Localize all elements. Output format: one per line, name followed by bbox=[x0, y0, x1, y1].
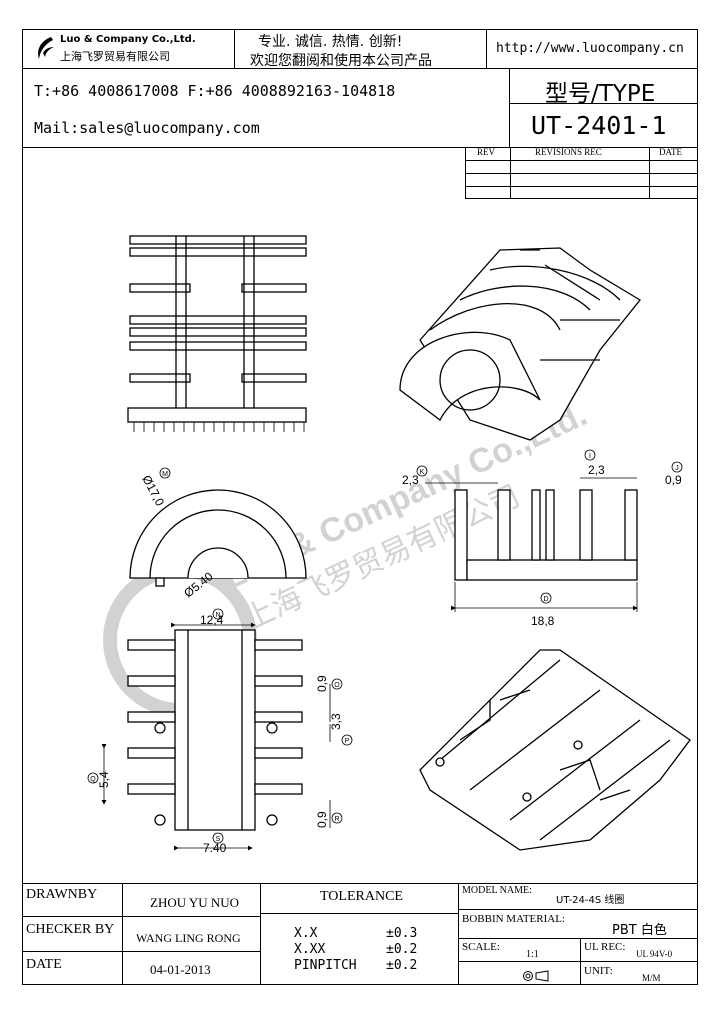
date-label: DATE bbox=[26, 957, 62, 972]
dim-124: 12,4 bbox=[200, 613, 224, 627]
scale-value: 1:1 bbox=[526, 949, 539, 960]
mark-D: D bbox=[543, 596, 548, 603]
checker-value: WANG LING RONG bbox=[136, 931, 241, 945]
tol-xx-label: X.X bbox=[294, 926, 318, 941]
tol-xx-value: ±0.3 bbox=[386, 926, 418, 941]
technical-drawing: Luo & Company Co.,Ltd. 上海飞罗贸易有限公司 bbox=[87, 235, 691, 855]
model-value: UT-24-4S 线圈 bbox=[556, 895, 625, 906]
mark-S: S bbox=[216, 836, 221, 843]
mark-N: N bbox=[215, 612, 220, 619]
tol-pin-label: PINPITCH bbox=[294, 958, 357, 973]
projection-symbol-icon bbox=[522, 967, 550, 986]
website-url[interactable]: http://www.luocompany.cn bbox=[496, 41, 684, 56]
revisions-table: REV REVISIONS REC DATE bbox=[465, 147, 698, 199]
side-view bbox=[454, 489, 638, 581]
type-label: 型号/TYPE bbox=[545, 81, 656, 107]
mark-K: K bbox=[420, 469, 425, 476]
mark-M: M bbox=[162, 471, 168, 478]
mark-Q: Q bbox=[90, 776, 96, 783]
marker-labels bbox=[87, 449, 683, 844]
mark-I: I bbox=[589, 453, 591, 460]
bobbin-label: BOBBIN MATERIAL: bbox=[462, 913, 565, 925]
drawnby-label: DRAWNBY bbox=[26, 887, 98, 902]
date-value: 04-01-2013 bbox=[150, 962, 211, 977]
semicircle-view bbox=[129, 489, 307, 587]
bobbin-value: PBT 白色 bbox=[612, 923, 667, 938]
dim-09b: 0,9 bbox=[315, 811, 329, 828]
scale-label: SCALE: bbox=[462, 941, 500, 953]
mark-J: J bbox=[675, 465, 679, 472]
dim-23b: 2,3 bbox=[588, 463, 605, 477]
drawing-frame bbox=[22, 29, 698, 985]
drawnby-value: ZHOU YU NUO bbox=[150, 895, 240, 910]
bottom-view bbox=[127, 629, 303, 831]
unit-value: M/M bbox=[642, 973, 661, 983]
dim-09-side: 0,9 bbox=[665, 473, 682, 487]
side-view-dims bbox=[425, 477, 638, 612]
date-col-header: DATE bbox=[659, 147, 682, 157]
mail-address[interactable]: Mail:sales@luocompany.com bbox=[34, 119, 260, 137]
company-name-en: Luo & Company Co.,Ltd. bbox=[60, 34, 196, 45]
phone-fax: T:+86 4008617008 F:+86 4008892163-104818 bbox=[34, 82, 396, 100]
company-name-cn: 上海飞罗贸易有限公司 bbox=[60, 50, 170, 63]
dim-d17: Ø17,0 bbox=[139, 473, 167, 509]
slogan-line2: 欢迎您翻阅和使用本公司产品 bbox=[250, 53, 432, 69]
tol-pin-value: ±0.2 bbox=[386, 958, 418, 973]
company-logo bbox=[33, 35, 55, 61]
tol-xxx-label: X.XX bbox=[294, 942, 326, 957]
front-view bbox=[127, 235, 307, 432]
dim-09a: 0,9 bbox=[315, 675, 329, 692]
type-value: UT-2401-1 bbox=[531, 111, 667, 140]
mark-P: P bbox=[345, 738, 350, 745]
tol-xxx-value: ±0.2 bbox=[386, 942, 418, 957]
dim-740: 7.40 bbox=[203, 841, 227, 855]
revisions-col-header: REVISIONS REC bbox=[535, 147, 602, 157]
mark-O: O bbox=[334, 682, 340, 689]
mark-R: R bbox=[334, 816, 339, 823]
dim-188: 18,8 bbox=[531, 614, 555, 628]
checker-label: CHECKER BY bbox=[26, 922, 115, 937]
tolerance-label: TOLERANCE bbox=[320, 889, 403, 904]
model-label: MODEL NAME: bbox=[462, 885, 532, 896]
ul-label: UL REC: bbox=[584, 941, 626, 953]
dim-54: 5,4 bbox=[97, 771, 111, 788]
isometric-view-bottom bbox=[419, 649, 691, 851]
dim-23a: 2,3 bbox=[402, 473, 419, 487]
rev-col-header: REV bbox=[477, 147, 495, 157]
ul-value: UL 94V-0 bbox=[636, 949, 673, 959]
unit-label: UNIT: bbox=[584, 965, 613, 977]
dim-33: 3,3 bbox=[329, 713, 343, 730]
slogan-line1: 专业. 诚信. 热情. 创新! bbox=[258, 34, 403, 50]
isometric-view-top bbox=[399, 247, 641, 441]
title-block: DRAWNBY ZHOU YU NUO CHECKER BY WANG LING… bbox=[22, 883, 698, 985]
